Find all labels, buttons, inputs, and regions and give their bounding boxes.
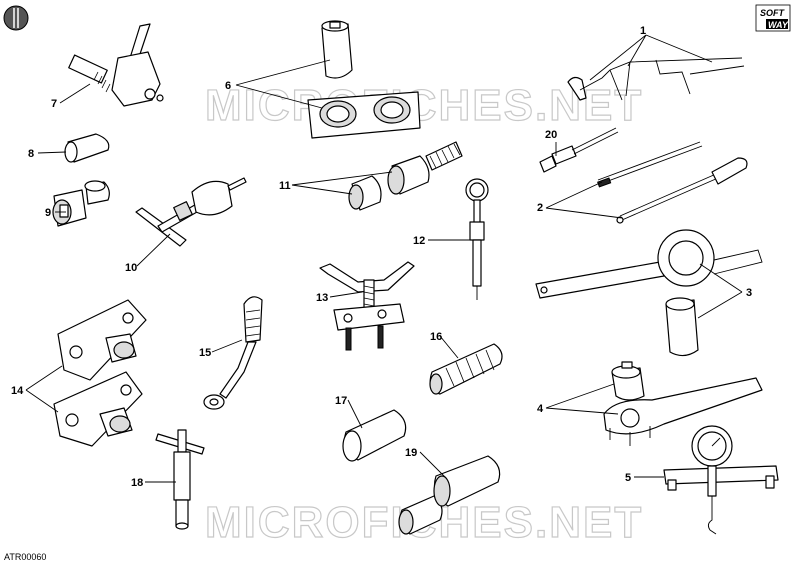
callout-4: 4 <box>537 403 544 415</box>
figure-code: ATR00060 <box>4 552 46 562</box>
callout-9: 9 <box>45 207 51 219</box>
callout-2: 2 <box>537 202 543 214</box>
tool-15-angled-bar <box>203 296 263 410</box>
tool-6-socket-holder <box>307 20 421 139</box>
callout-14: 14 <box>11 385 24 397</box>
callout-8: 8 <box>28 148 34 160</box>
callout-17: 17 <box>335 395 347 407</box>
tool-7-locking-tool <box>68 23 164 107</box>
callout-12: 12 <box>413 235 425 247</box>
callout-10: 10 <box>125 262 137 274</box>
tool-11-socket-set <box>348 141 463 211</box>
tool-13-bridge-puller <box>319 261 415 351</box>
softway-logo: SOFT WAY <box>755 4 791 32</box>
callout-15: 15 <box>199 347 211 359</box>
watermark-top: MICROFICHES.NET <box>205 81 643 130</box>
callout-1: 1 <box>640 25 646 37</box>
tool-18-t-key <box>155 429 205 530</box>
brand-line1: SOFT <box>760 8 786 18</box>
callout-19: 19 <box>405 447 417 459</box>
tool-17-sleeve <box>342 409 407 462</box>
callout-18: 18 <box>131 477 143 489</box>
tool-16-knurled-bar <box>429 343 503 395</box>
tool-4-spanner-socket <box>603 361 763 446</box>
callout-6: 6 <box>225 80 231 92</box>
tool-19-sleeve-pair <box>398 455 501 535</box>
tool-10-t-puller <box>135 177 247 247</box>
brand-line2: WAY <box>768 20 789 30</box>
tool-1-pin-wrenches <box>567 57 745 101</box>
callout-13: 13 <box>316 292 328 304</box>
corner-logo-icon <box>3 5 29 31</box>
callout-16: 16 <box>430 331 442 343</box>
callout-5: 5 <box>625 472 631 484</box>
tool-8-cone-insert <box>64 133 110 163</box>
callout-7: 7 <box>51 98 57 110</box>
tool-14-cam-holders <box>53 299 147 447</box>
tool-3-spanner-wrench <box>535 229 763 357</box>
tool-2-rods <box>597 141 748 224</box>
callout-11: 11 <box>279 180 291 192</box>
leader-lines <box>25 34 743 483</box>
tool-9-adapter <box>52 180 110 227</box>
tool-12-dial-gauge <box>465 178 489 300</box>
callout-3: 3 <box>746 287 752 299</box>
callout-labels: 1 2 3 4 5 6 7 8 9 10 11 12 13 14 15 16 1… <box>11 25 752 489</box>
tool-5-gauge-bridge <box>663 425 779 535</box>
tool-20-rod-fitting <box>539 127 619 173</box>
callout-20: 20 <box>545 129 557 141</box>
